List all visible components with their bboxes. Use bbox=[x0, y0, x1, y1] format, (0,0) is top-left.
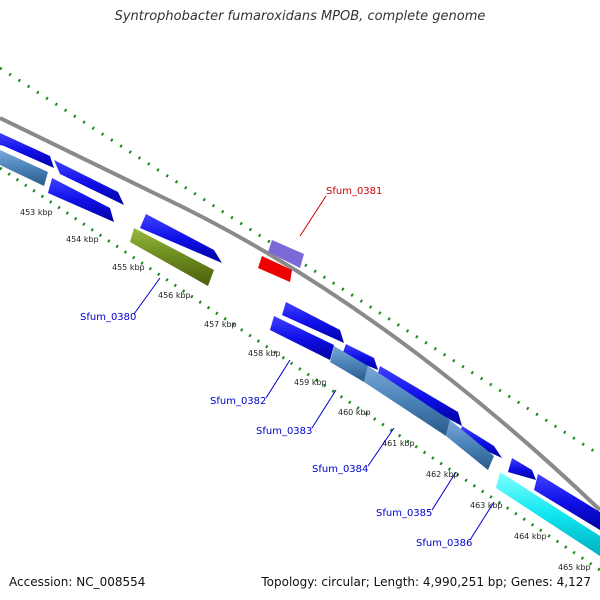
cds-arrow[interactable] bbox=[534, 474, 600, 530]
gene-label-sfum-0383[interactable]: Sfum_0383 bbox=[256, 426, 312, 437]
rna-feature[interactable] bbox=[130, 228, 214, 286]
scale-label: 457 kbp bbox=[204, 320, 237, 329]
gene-features bbox=[0, 133, 600, 556]
cds-arrow[interactable] bbox=[54, 160, 124, 205]
scale-label: 454 kbp bbox=[66, 235, 99, 244]
gene-label-sfum-0382[interactable]: Sfum_0382 bbox=[210, 396, 266, 407]
gene-labels: Sfum_0380 Sfum_0381 Sfum_0382 Sfum_0383 … bbox=[80, 186, 472, 549]
scale-labels: 453 kbp 454 kbp 455 kbp 456 kbp 457 kbp … bbox=[20, 208, 591, 572]
scale-dotted-track bbox=[0, 166, 600, 572]
cds-arrow[interactable] bbox=[282, 302, 344, 343]
scale-label: 464 kbp bbox=[514, 532, 547, 541]
scale-label: 459 kbp bbox=[294, 378, 327, 387]
accession-label: Accession: NC_008554 bbox=[9, 575, 146, 589]
scale-label: 453 kbp bbox=[20, 208, 53, 217]
cds-box[interactable] bbox=[0, 150, 48, 186]
red-feature[interactable] bbox=[258, 256, 292, 282]
cds-arrow[interactable] bbox=[342, 344, 378, 370]
scale-label: 461 kbp bbox=[382, 439, 415, 448]
scale-label: 463 kbp bbox=[470, 501, 503, 510]
cds-box[interactable] bbox=[446, 420, 494, 470]
gene-label-sfum-0384[interactable]: Sfum_0384 bbox=[312, 464, 368, 475]
purple-feature[interactable] bbox=[268, 240, 304, 268]
cds-arrow[interactable] bbox=[458, 426, 502, 458]
gene-label-sfum-0381[interactable]: Sfum_0381 bbox=[326, 186, 382, 197]
cds-box[interactable] bbox=[496, 472, 600, 556]
cds-arrow[interactable] bbox=[0, 133, 54, 168]
cds-arrow[interactable] bbox=[48, 178, 114, 222]
scale-label: 465 kbp bbox=[558, 563, 591, 572]
outer-dotted-track bbox=[0, 66, 600, 457]
cds-arrow[interactable] bbox=[376, 366, 462, 426]
leader-lines bbox=[133, 195, 495, 541]
cds-arrow[interactable] bbox=[140, 214, 222, 263]
gene-label-sfum-0385[interactable]: Sfum_0385 bbox=[376, 508, 432, 519]
genome-summary: Topology: circular; Length: 4,990,251 bp… bbox=[261, 575, 591, 589]
scale-label: 456 kbp bbox=[158, 291, 191, 300]
scale-label: 455 kbp bbox=[112, 263, 145, 272]
scale-label: 458 kbp bbox=[248, 349, 281, 358]
cds-arrow[interactable] bbox=[508, 458, 536, 480]
genome-backbone bbox=[0, 116, 600, 512]
gene-label-sfum-0386[interactable]: Sfum_0386 bbox=[416, 538, 472, 549]
cds-box[interactable] bbox=[330, 346, 368, 382]
cds-box[interactable] bbox=[270, 316, 334, 360]
gene-label-sfum-0380[interactable]: Sfum_0380 bbox=[80, 312, 136, 323]
map-title: Syntrophobacter fumaroxidans MPOB, compl… bbox=[114, 9, 486, 24]
cds-box[interactable] bbox=[364, 366, 450, 436]
scale-label: 460 kbp bbox=[338, 408, 371, 417]
scale-label: 462 kbp bbox=[426, 470, 459, 479]
